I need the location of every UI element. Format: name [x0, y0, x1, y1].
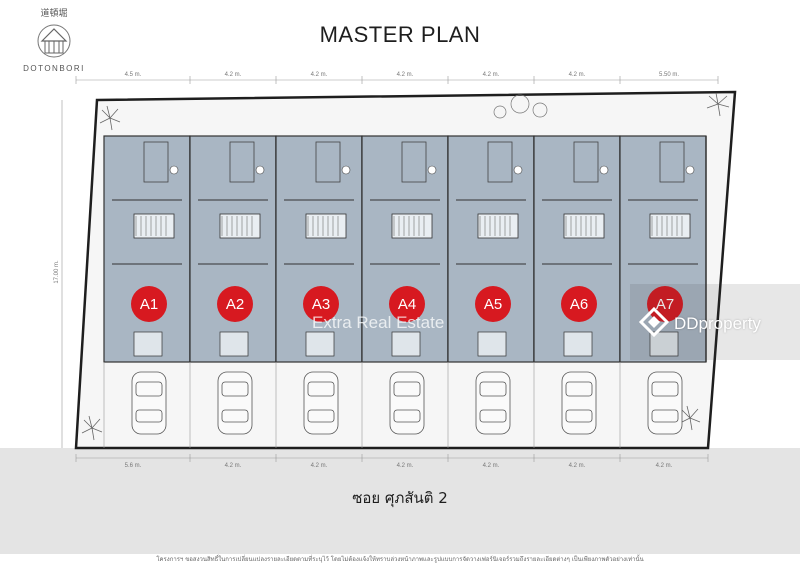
agency-watermark: Extra Real Estate	[312, 313, 445, 332]
top-dimensions: 4.5 m. 4.2 m. 4.2 m. 4.2 m. 4.2 m. 4.2 m. 5.50…	[75, 72, 719, 84]
top-dimension-label: 4.5 m.	[125, 72, 142, 78]
unit-a4[interactable]: A4	[361, 135, 449, 363]
car-icon	[217, 371, 253, 435]
unit-a7[interactable]: A7	[619, 135, 707, 363]
bottom-dimension-label: 5.6 m.	[125, 463, 142, 469]
top-dimension-label: 4.2 m.	[225, 72, 242, 78]
unit-badge	[131, 286, 167, 322]
car-icon	[131, 371, 167, 435]
unit-badge	[389, 286, 425, 322]
tree-icon	[679, 405, 701, 431]
road	[0, 448, 800, 554]
side-dimension-label: 17.00 m.	[54, 260, 60, 284]
ddproperty-watermark: DDproperty	[674, 314, 761, 333]
top-dimension-label: 4.2 m.	[311, 72, 328, 78]
brand-logo: 道頓堀 DOTONBORI	[14, 6, 94, 76]
unit-label: A2	[226, 296, 244, 313]
building-logo-icon	[37, 24, 71, 58]
unit-label: A1	[140, 296, 158, 313]
car-icon	[303, 371, 339, 435]
car-icon	[647, 371, 683, 435]
road-name: ซอย ศุภสันติ 2	[352, 489, 448, 507]
unit-badge	[475, 286, 511, 322]
unit-label: A4	[398, 296, 416, 313]
top-dimension-label: 5.50 m.	[659, 72, 679, 78]
brand-logo-name: DOTONBORI	[23, 64, 85, 73]
ddproperty-logo-icon	[638, 306, 670, 338]
page-title: MASTER PLAN	[319, 22, 481, 47]
unit-badge	[303, 286, 339, 322]
unit-badge	[217, 286, 253, 322]
unit-a6[interactable]: A6	[533, 135, 621, 363]
units: A1 A2 A3 A4 A5 A6 A7	[103, 135, 707, 448]
unit-a3[interactable]: A3	[275, 135, 363, 363]
bottom-dimension-label: 4.2 m.	[397, 463, 414, 469]
unit-label: A6	[570, 296, 588, 313]
top-dimension-label: 4.2 m.	[569, 72, 586, 78]
car-icon	[561, 371, 597, 435]
unit-a1[interactable]: A1	[103, 135, 191, 363]
tree-icon	[493, 94, 548, 119]
disclaimer: โครงการฯ ขอสงวนสิทธิ์ในการเปลี่ยนแปลงราย…	[156, 556, 644, 563]
tree-icon	[99, 105, 121, 131]
bottom-dimension-label: 4.2 m.	[656, 463, 673, 469]
unit-label: A3	[312, 296, 330, 313]
unit-badge	[561, 286, 597, 322]
unit-label: A7	[656, 296, 674, 313]
brand-logo-chinese: 道頓堀	[40, 9, 68, 19]
unit-label: A5	[484, 296, 502, 313]
tree-icon	[706, 92, 730, 117]
car-icon	[475, 371, 511, 435]
bottom-dimension-label: 4.2 m.	[225, 463, 242, 469]
top-dimension-label: 4.2 m.	[483, 72, 500, 78]
bottom-dimension-label: 4.2 m.	[483, 463, 500, 469]
bottom-dimensions: 5.6 m. 4.2 m. 4.2 m. 4.2 m. 4.2 m. 4.2 m. 4.2 …	[75, 454, 709, 469]
unit-a5[interactable]: A5	[447, 135, 535, 363]
unit-a2[interactable]: A2	[189, 135, 277, 363]
bottom-dimension-label: 4.2 m.	[569, 463, 586, 469]
top-dimension-label: 4.2 m.	[397, 72, 414, 78]
tree-icon	[81, 415, 103, 441]
car-icon	[389, 371, 425, 435]
bottom-dimension-label: 4.2 m.	[311, 463, 328, 469]
